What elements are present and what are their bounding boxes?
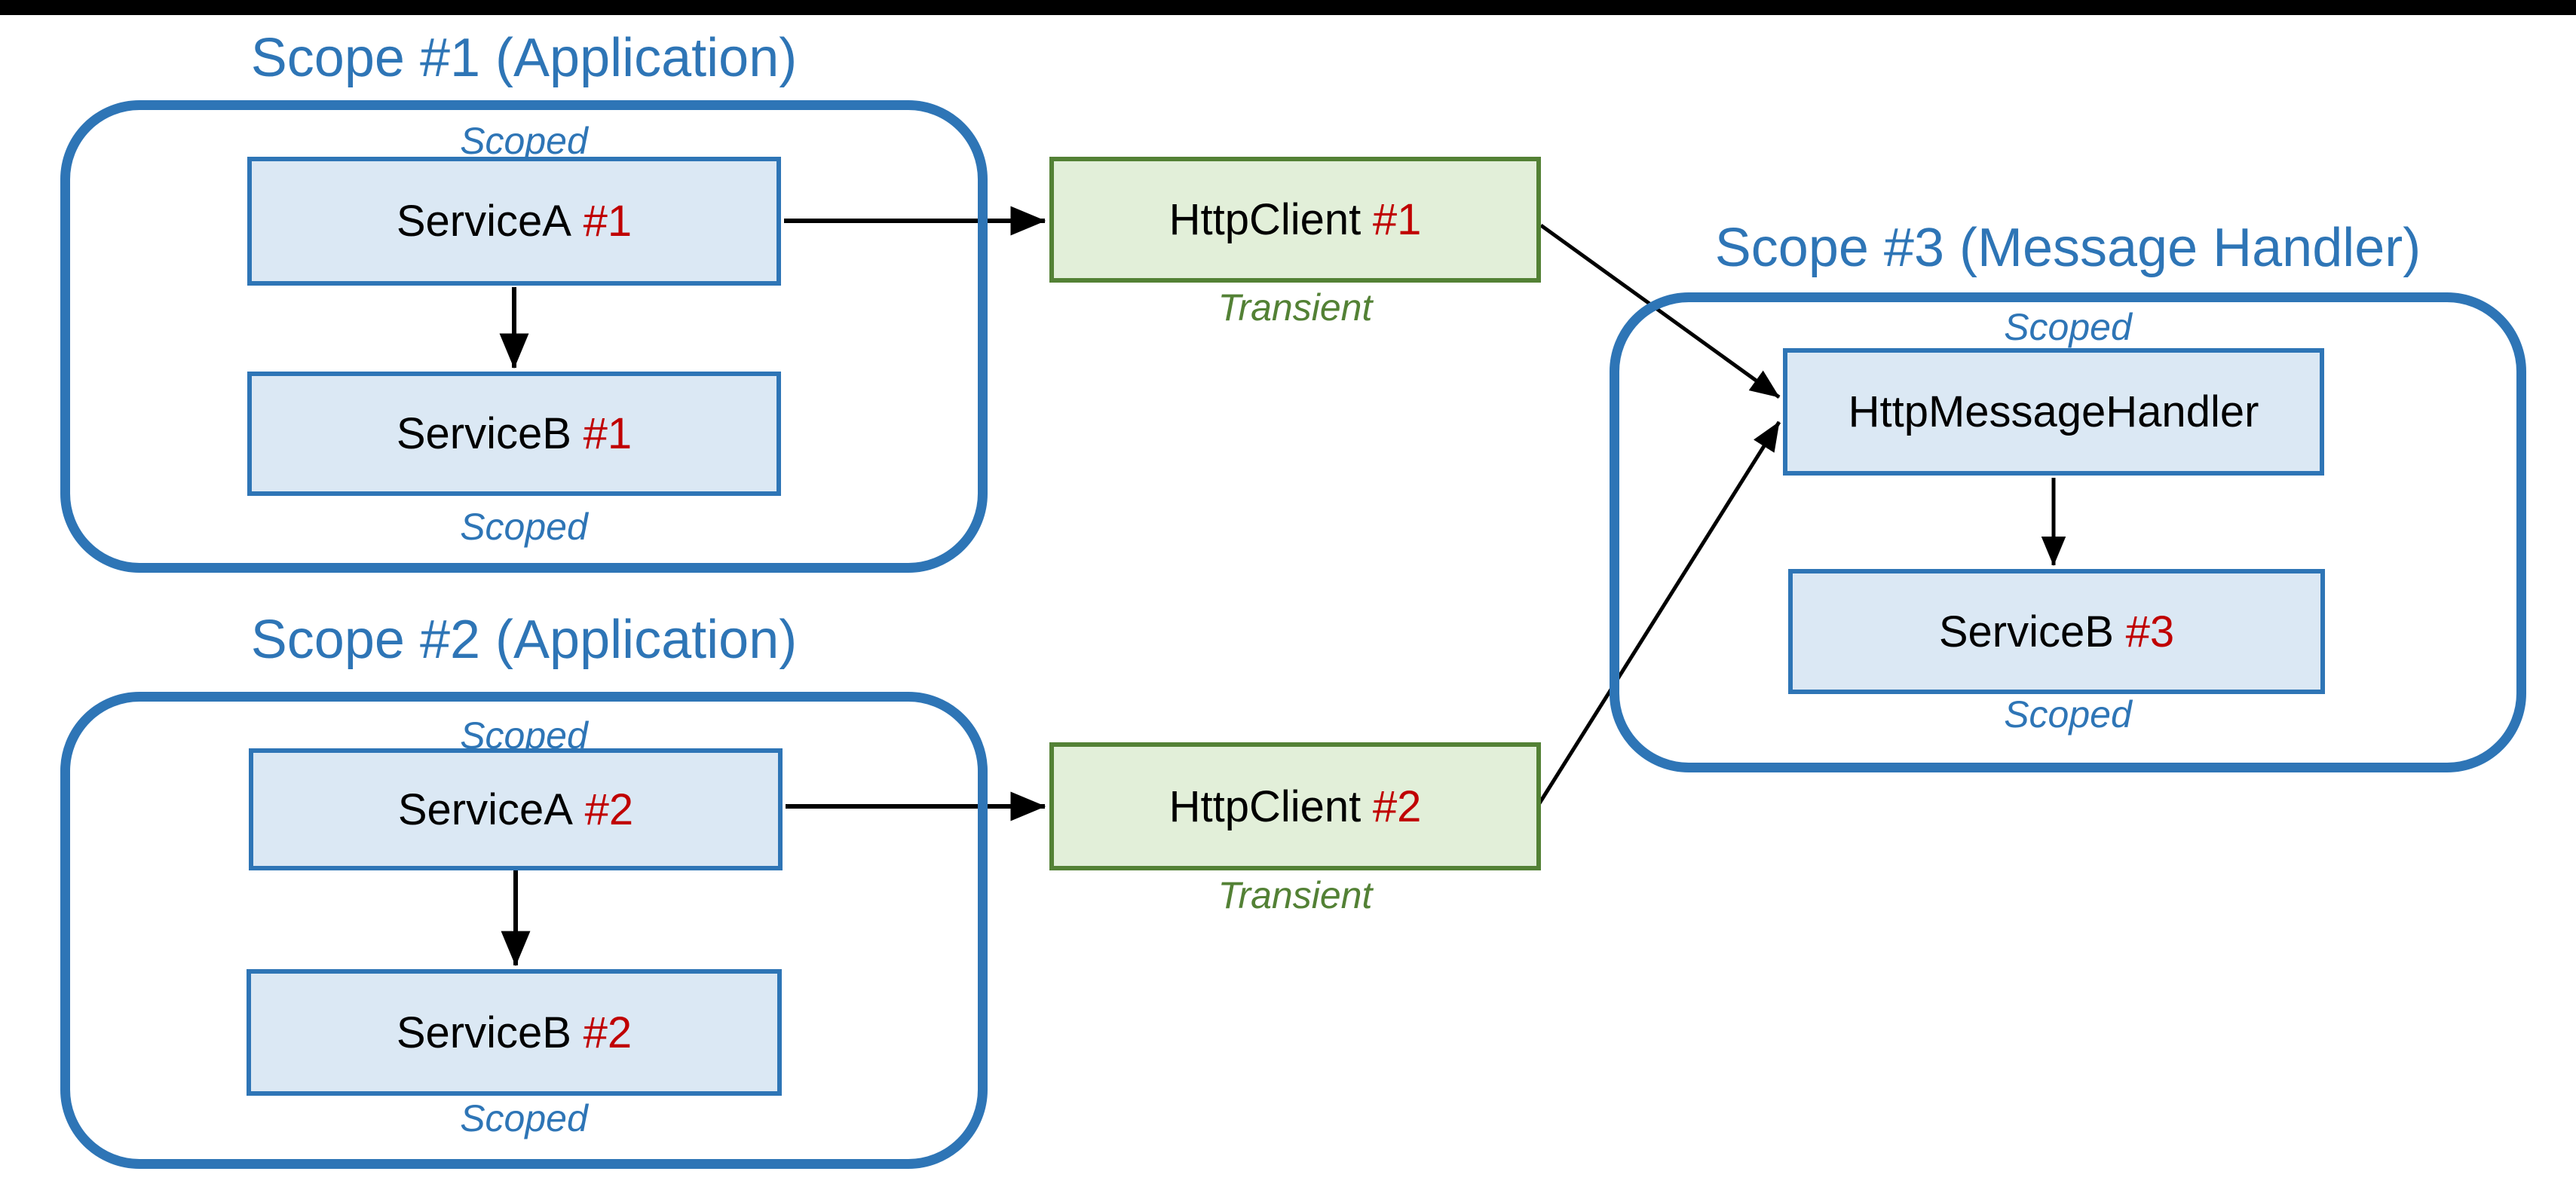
node-httpclient-1-label: HttpClient [1169, 195, 1362, 244]
node-servicea-2-instance: #2 [584, 785, 634, 834]
node-serviceb-1: ServiceB#1 [247, 372, 781, 496]
scope2-scoped-label-top: Scoped [460, 714, 588, 757]
node-serviceb-1-instance: #1 [583, 409, 633, 458]
scope2-container: Scoped ServiceA#2 ServiceB#2 Scoped [60, 692, 988, 1169]
node-serviceb-2-label: ServiceB [396, 1008, 571, 1057]
scope2-scoped-label-bottom: Scoped [460, 1097, 588, 1139]
node-httpclient-1-instance: #1 [1372, 195, 1422, 244]
scope3-scoped-label-top: Scoped [2004, 306, 2132, 348]
scope3-scoped-label-bottom: Scoped [2004, 693, 2132, 736]
node-serviceb-2: ServiceB#2 [247, 969, 782, 1096]
node-servicea-2-label: ServiceA [397, 785, 573, 834]
node-httpmessagehandler: HttpMessageHandler [1783, 348, 2324, 476]
node-httpclient-1: HttpClient#1 [1049, 157, 1541, 283]
node-serviceb-2-instance: #2 [583, 1008, 633, 1057]
node-serviceb-3-instance: #3 [2125, 607, 2175, 656]
httpclient-2-lifetime-label: Transient [1218, 874, 1373, 916]
httpclient-1-lifetime-label: Transient [1218, 286, 1373, 329]
node-servicea-2: ServiceA#2 [249, 748, 783, 870]
node-httpclient-2-instance: #2 [1372, 781, 1422, 831]
scope1-scoped-label-top: Scoped [460, 120, 588, 162]
node-serviceb-1-label: ServiceB [396, 409, 571, 458]
node-servicea-1: ServiceA#1 [247, 157, 781, 286]
node-servicea-1-instance: #1 [583, 197, 633, 246]
node-httpclient-2: HttpClient#2 [1049, 742, 1541, 870]
node-serviceb-3-label: ServiceB [1938, 607, 2114, 656]
node-servicea-1-label: ServiceA [396, 197, 571, 246]
scope3-container: Scoped HttpMessageHandler ServiceB#3 Sco… [1610, 292, 2526, 772]
scope1-scoped-label-bottom: Scoped [460, 506, 588, 548]
node-httpclient-2-label: HttpClient [1169, 781, 1362, 831]
scope3-title: Scope #3 (Message Handler) [1714, 218, 2421, 278]
top-letterbox-bar [0, 0, 2576, 15]
node-httpmessagehandler-label: HttpMessageHandler [1848, 387, 2259, 436]
scope1-title: Scope #1 (Application) [250, 28, 798, 88]
scope1-container: Scoped ServiceA#1 ServiceB#1 Scoped [60, 100, 988, 573]
scope2-title: Scope #2 (Application) [250, 610, 798, 670]
node-serviceb-3: ServiceB#3 [1788, 569, 2325, 694]
